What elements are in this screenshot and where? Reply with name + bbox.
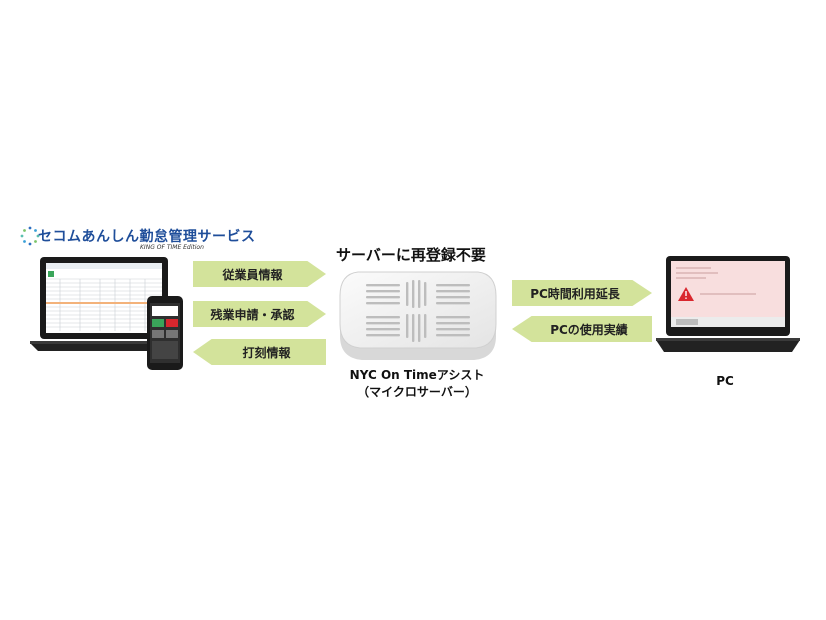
logo-subtitle: KING OF TIME Edition (140, 244, 204, 251)
clock-info-label: 打刻情報 (242, 345, 291, 360)
overtime-request-arrow: 残業申請・承認 (193, 301, 326, 327)
smartphone-icon (147, 296, 183, 370)
device-name: NYC On Timeアシスト (349, 368, 485, 382)
micro-server-icon (339, 271, 497, 360)
logo-dots-icon (20, 226, 40, 246)
clock-info-arrow: 打刻情報 (193, 339, 326, 365)
device-label: NYC On Timeアシスト （マイクロサーバー） (337, 367, 497, 401)
center-heading: サーバーに再登録不要 (336, 246, 486, 264)
employee-info-arrow: 従業員情報 (193, 261, 326, 287)
laptop-spreadsheet-icon (30, 257, 178, 351)
laptop-warning-icon (656, 256, 800, 352)
overtime-request-label: 残業申請・承認 (210, 307, 295, 322)
pc-extension-label: PC時間利用延長 (530, 286, 620, 301)
pc-label: PC (716, 374, 734, 388)
pc-usage-label: PCの使用実績 (550, 322, 628, 337)
device-type: （マイクロサーバー） (357, 385, 477, 399)
pc-extension-arrow: PC時間利用延長 (512, 280, 652, 306)
logo-title: セコムあんしん勤怠管理サービス (38, 229, 256, 245)
employee-info-label: 従業員情報 (222, 267, 283, 282)
pc-usage-arrow: PCの使用実績 (512, 316, 652, 342)
